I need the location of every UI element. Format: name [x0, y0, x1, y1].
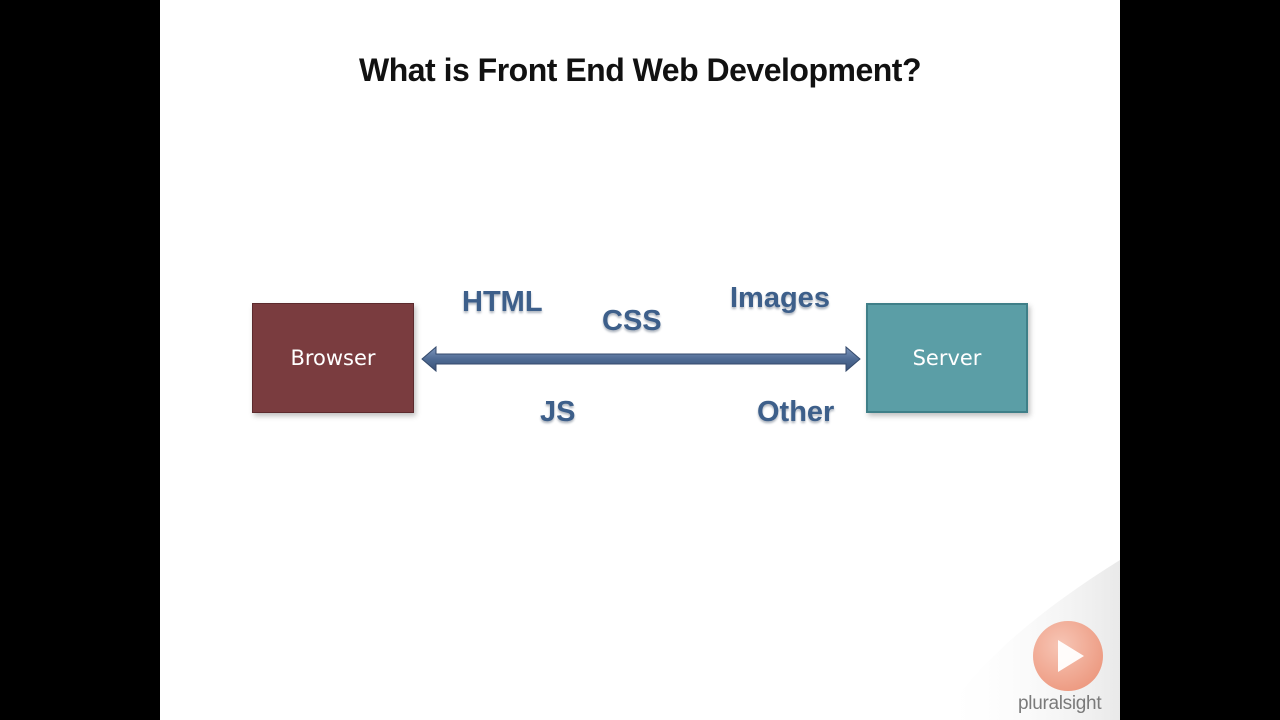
- term-js: JS: [540, 396, 576, 428]
- slide-title: What is Front End Web Development?: [359, 52, 921, 88]
- term-html: HTML: [462, 286, 543, 318]
- term-images: Images: [730, 282, 830, 314]
- term-css: CSS: [602, 305, 662, 337]
- pluralsight-wordmark: pluralsight: [1018, 693, 1102, 714]
- browser-box: Browser: [252, 303, 414, 413]
- double-arrow: [421, 345, 861, 373]
- slide: What is Front End Web Development? Brows…: [160, 0, 1120, 720]
- server-box: Server: [866, 303, 1028, 413]
- term-other: Other: [757, 396, 835, 428]
- browser-label: Browser: [290, 346, 376, 370]
- server-label: Server: [912, 346, 982, 370]
- play-icon: [1033, 621, 1103, 691]
